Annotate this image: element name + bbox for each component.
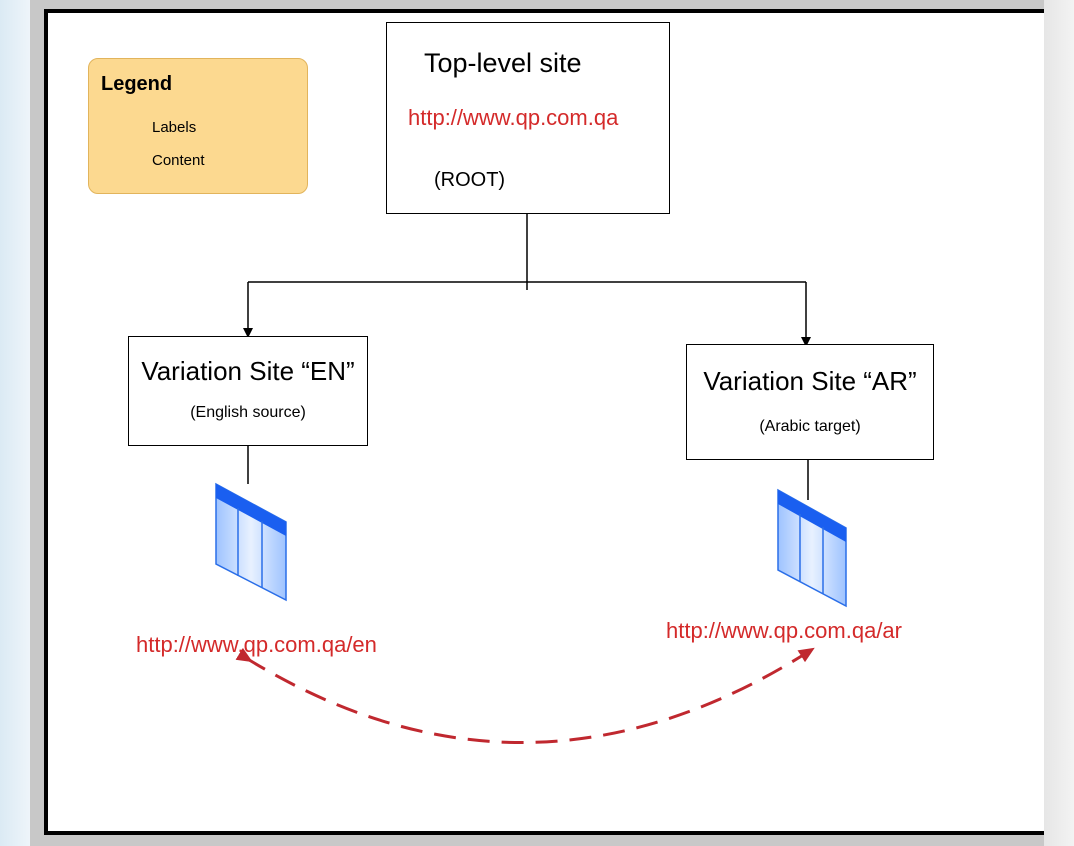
ar-subtitle: (Arabic target)	[759, 418, 861, 435]
en-variation-box	[128, 336, 368, 446]
right-background-strip	[1044, 0, 1074, 846]
en-title: Variation Site “EN”	[141, 356, 355, 386]
ar-page-icon	[777, 488, 847, 608]
ar-variation-box	[686, 344, 934, 460]
ar-url: http://www.qp.com.qa/ar	[666, 618, 902, 643]
ar-title: Variation Site “AR”	[703, 366, 917, 396]
root-url: http://www.qp.com.qa	[408, 105, 619, 130]
legend-labels-text: Labels	[152, 119, 197, 136]
root-site-box	[386, 22, 670, 214]
root-title: Top-level site	[424, 48, 582, 78]
legend-box: Legend	[88, 58, 308, 194]
content-flow-arrow	[235, 647, 815, 744]
left-background-strip	[0, 0, 30, 846]
root-tag: (ROOT)	[434, 169, 506, 191]
legend-title: Legend	[101, 73, 173, 95]
en-url: http://www.qp.com.qa/en	[136, 632, 377, 657]
legend-content-text: Content	[152, 152, 205, 169]
en-page-icon	[215, 482, 287, 602]
en-subtitle: (English source)	[190, 404, 306, 421]
